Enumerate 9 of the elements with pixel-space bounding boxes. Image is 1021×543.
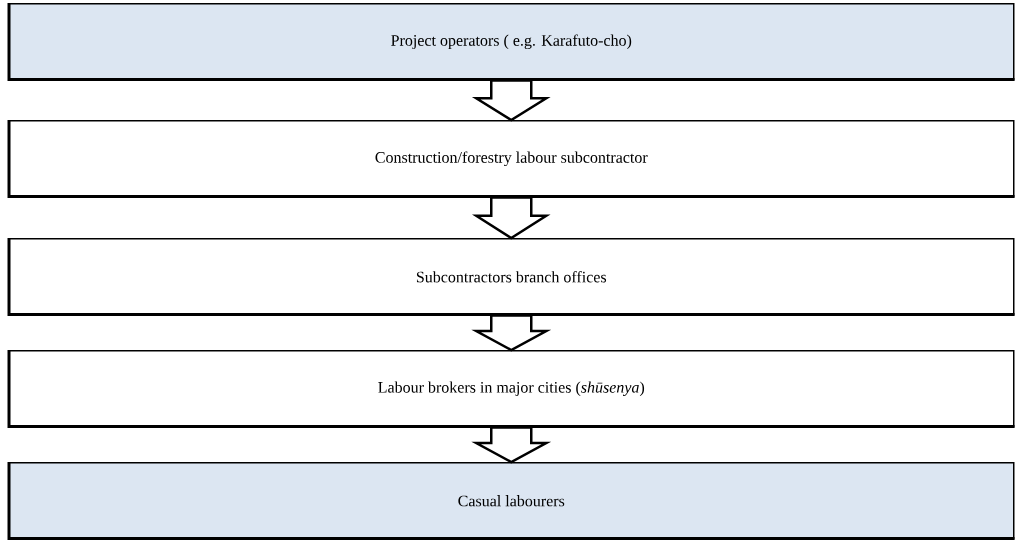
- block-arrow: [471, 426, 552, 464]
- process-box: Casual labourers: [7, 462, 1015, 540]
- block-arrow: [471, 79, 551, 122]
- process-box: Project operators ( e.g. Karafuto-cho): [7, 3, 1015, 81]
- block-arrow: [471, 196, 551, 240]
- process-box: Construction/forestry labour subcontractor: [7, 120, 1015, 198]
- block-arrow: [471, 314, 552, 352]
- process-box: Labour brokers in major cities (shūsenya): [7, 350, 1015, 428]
- process-box: Subcontractors branch offices: [7, 238, 1015, 316]
